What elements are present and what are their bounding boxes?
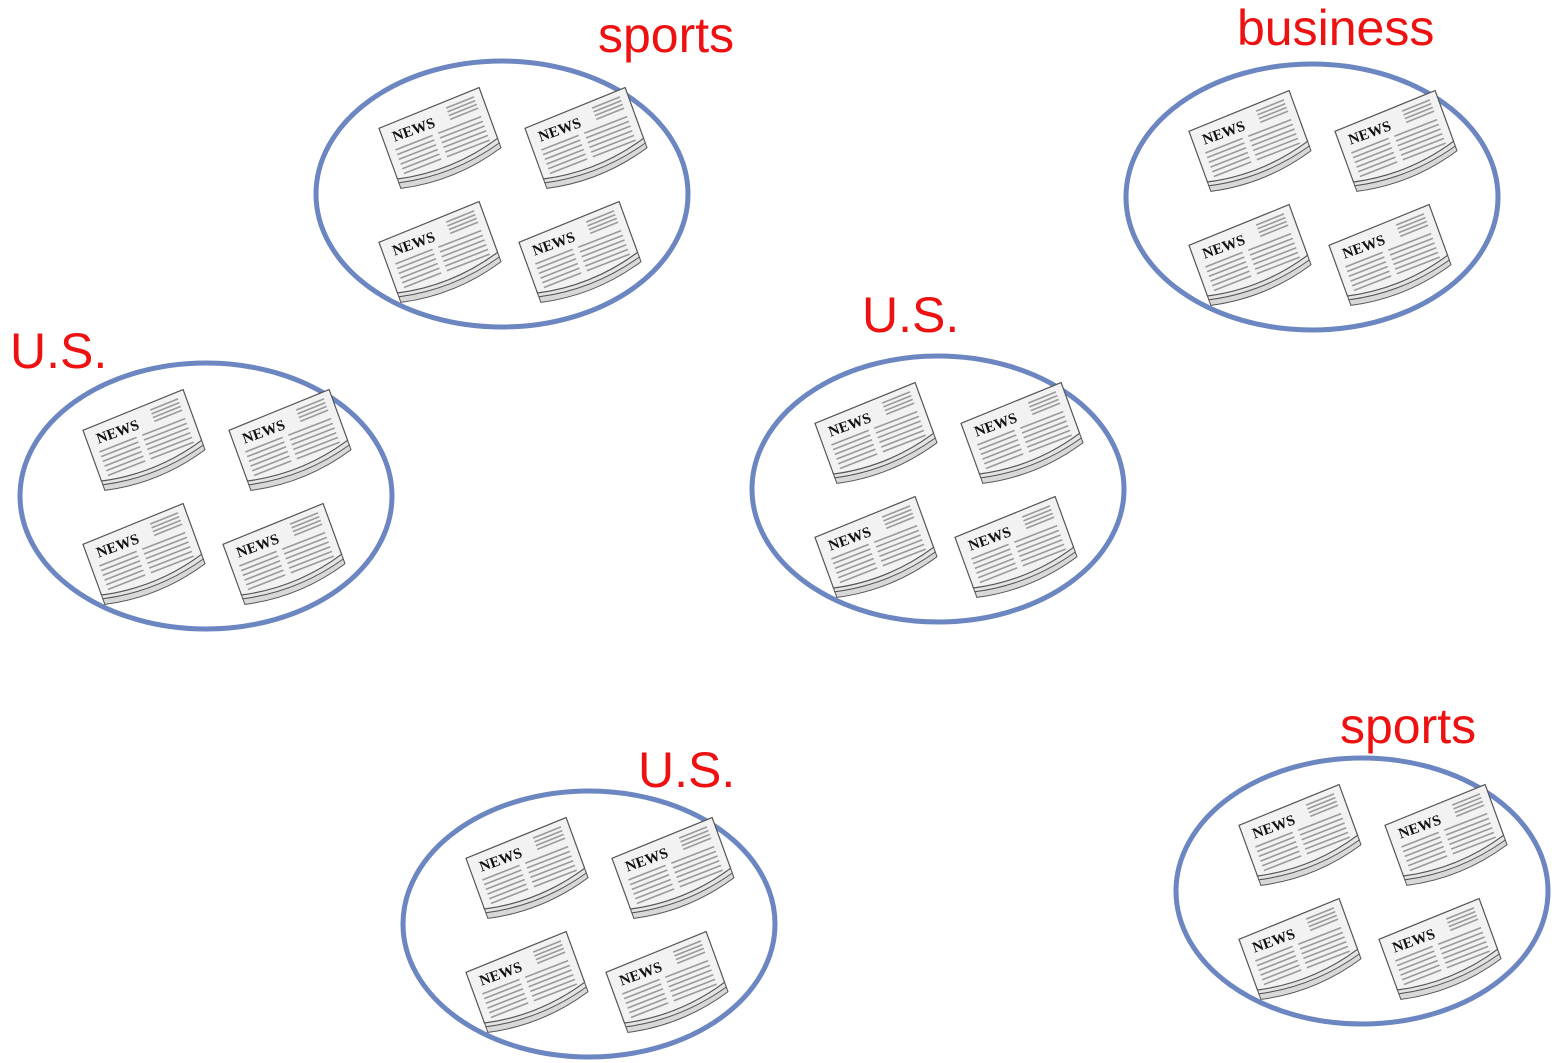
newspaper-icon: NEWS — [1384, 785, 1511, 891]
newspaper-icon: NEWS — [82, 390, 209, 496]
newspaper-icon: NEWS — [465, 932, 592, 1038]
newspaper-icon: NEWS — [611, 818, 738, 924]
newspaper-icon: NEWS — [378, 202, 505, 308]
newspaper-icon: NEWS — [82, 504, 209, 610]
newspaper-icon: NEWS — [1188, 91, 1315, 197]
cluster-outline — [20, 363, 392, 629]
cluster-label: business — [1237, 0, 1434, 56]
newspaper-icon: NEWS — [1238, 899, 1365, 1005]
newspaper-icon: NEWS — [1238, 785, 1365, 891]
newspaper-icon: NEWS — [1188, 205, 1315, 311]
cluster-label: sports — [1340, 698, 1476, 754]
newspaper-icon: NEWS — [960, 383, 1087, 489]
cluster-outline — [316, 61, 688, 327]
cluster-label: U.S. — [10, 323, 107, 379]
cluster-outline — [752, 356, 1124, 622]
newspaper-icon: NEWS — [378, 88, 505, 194]
newspaper-icon: NEWS — [1334, 91, 1461, 197]
cluster-outline — [1126, 64, 1498, 330]
cluster-outline — [1176, 758, 1548, 1024]
newspaper-icon: NEWS — [465, 818, 592, 924]
newspaper-icon: NEWS — [814, 383, 941, 489]
cluster-label: U.S. — [638, 742, 735, 798]
newspaper-icon: NEWS — [814, 497, 941, 603]
cluster-outline — [403, 791, 775, 1057]
cluster-label: U.S. — [862, 287, 959, 343]
newspaper-icon: NEWS — [228, 390, 355, 496]
cluster-label: sports — [598, 7, 734, 63]
newspaper-icon: NEWS — [524, 88, 651, 194]
